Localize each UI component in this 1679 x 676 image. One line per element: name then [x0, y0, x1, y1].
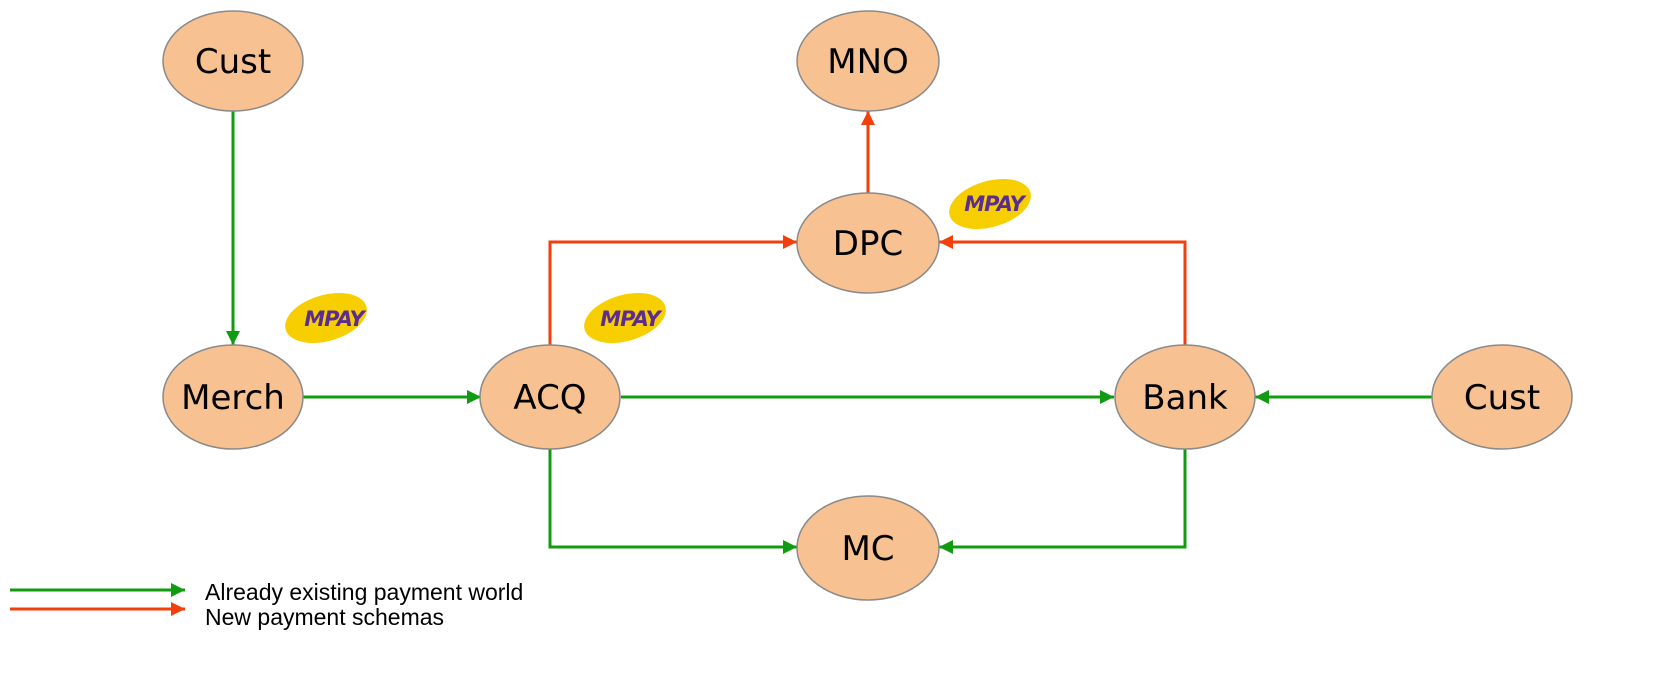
legend-new-label: New payment schemas — [205, 604, 444, 630]
node-mno: MNO — [796, 10, 940, 112]
node-label: ACQ — [513, 378, 586, 418]
node-merch: Merch — [162, 344, 304, 450]
badge-label: MPAY — [964, 192, 1026, 216]
mpay-logo-acq: MPAY — [584, 293, 666, 343]
node-label: MC — [841, 529, 894, 569]
edge-bank-to-dpc — [939, 235, 1187, 345]
edge-acq-to-dpc — [548, 235, 797, 345]
legend: Already existing payment world New payme… — [10, 579, 523, 630]
mpay-logo-dpc: MPAY — [949, 179, 1031, 229]
existing-flow-edges — [226, 111, 1432, 554]
new-flow-edges — [548, 111, 1187, 345]
badge-label: MPAY — [304, 307, 366, 331]
node-label: MNO — [827, 42, 909, 82]
mpay-logo-merch: MPAY — [285, 293, 367, 343]
node-label: Cust — [1464, 378, 1540, 418]
node-cust-right: Cust — [1431, 344, 1573, 450]
edge-bank-to-mc — [939, 449, 1187, 554]
node-label: Merch — [181, 378, 285, 418]
node-dpc: DPC — [796, 192, 940, 294]
node-mc: MC — [796, 495, 940, 601]
node-label: Cust — [195, 42, 271, 82]
legend-existing-label: Already existing payment world — [205, 579, 523, 605]
node-label: Bank — [1142, 378, 1228, 418]
badge-label: MPAY — [600, 307, 662, 331]
node-label: DPC — [833, 224, 903, 264]
node-bank: Bank — [1114, 344, 1256, 450]
edge-acq-to-mc — [548, 449, 797, 554]
node-acq: ACQ — [479, 344, 621, 450]
node-cust-top: Cust — [162, 10, 304, 112]
